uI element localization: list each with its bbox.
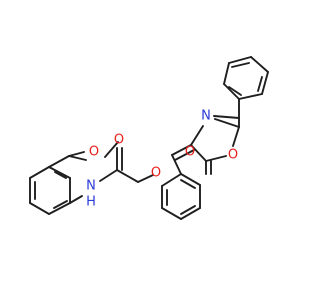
bond: [190, 144, 207, 162]
bond: [137, 174, 154, 183]
bond: [161, 207, 182, 220]
amide-nitrogen: N: [86, 179, 96, 194]
bond: [223, 83, 240, 100]
bond: [190, 125, 204, 146]
bond: [48, 202, 71, 215]
bond: [261, 71, 269, 95]
bond: [48, 166, 71, 179]
bond: [180, 205, 196, 215]
bond: [250, 56, 269, 73]
atom-label-layer: O N H O O N O O: [86, 109, 238, 210]
methoxy-oxygen: O: [89, 145, 99, 160]
bond: [99, 169, 118, 182]
oxazole-ring-oxygen: O: [228, 148, 238, 163]
bond: [68, 155, 87, 161]
bond: [214, 118, 240, 128]
ether-oxygen: O: [151, 166, 161, 181]
oxazole-nitrogen: N: [201, 109, 211, 124]
bond: [54, 171, 67, 179]
bond: [174, 149, 195, 161]
bond: [161, 173, 182, 187]
bond: [180, 179, 196, 189]
bond: [238, 93, 263, 100]
bond: [104, 141, 119, 158]
bond: [69, 195, 83, 204]
bond: [232, 126, 240, 147]
bond: [116, 169, 139, 183]
bond: [171, 144, 192, 156]
carbonyl-oxygen: O: [114, 133, 124, 148]
bond: [180, 173, 201, 186]
bond: [29, 202, 50, 215]
bond: [29, 166, 50, 179]
amide-hydrogen: H: [86, 195, 96, 210]
lactone-oxygen: O: [185, 145, 195, 160]
structure-diagram: O N H O O N O O: [29, 56, 269, 220]
bond: [228, 56, 252, 64]
bond: [257, 76, 263, 92]
bond: [180, 207, 201, 220]
bond-layer: [29, 56, 269, 220]
bond: [48, 155, 70, 168]
bond: [205, 155, 227, 162]
bond: [53, 200, 68, 209]
bond: [68, 151, 85, 157]
bond: [231, 62, 250, 68]
molecule-canvas: O N H O O N O O: [29, 56, 269, 220]
bond: [223, 62, 230, 85]
bond: [213, 115, 240, 119]
bond: [171, 154, 182, 175]
bond: [228, 86, 242, 96]
